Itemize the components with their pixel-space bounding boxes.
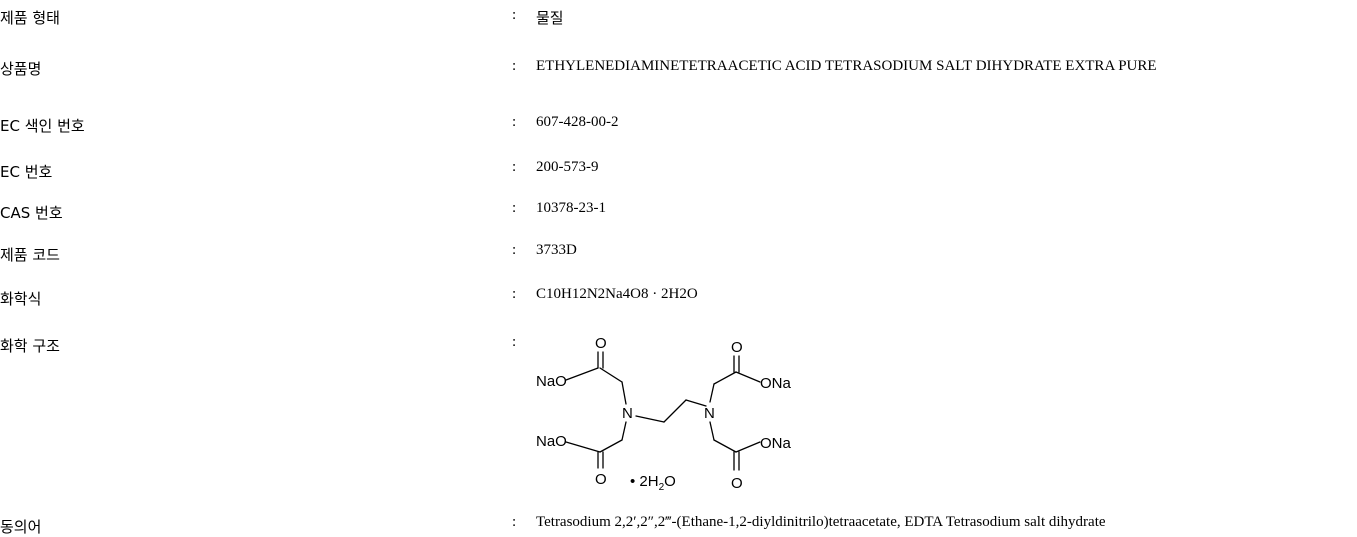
field-value: ETHYLENEDIAMINETETRAACETIC ACID TETRASOD… — [536, 58, 1157, 74]
atom-label: NaO — [536, 373, 567, 390]
hydrate-suffix: O — [664, 473, 676, 490]
field-label: CAS 번호 — [0, 204, 63, 222]
separator: : — [512, 286, 517, 302]
atom-label: ONa — [760, 375, 792, 392]
atom-label: O — [731, 475, 743, 492]
separator: : — [512, 242, 517, 258]
separator: : — [512, 200, 517, 216]
field-value: 10378-23-1 — [536, 200, 606, 216]
atom-label: N — [622, 405, 633, 422]
atom-label: O — [731, 339, 743, 356]
separator: : — [512, 114, 517, 130]
field-value: C10H12N2Na4O8 · 2H2O — [536, 286, 698, 302]
atom-label: O — [595, 335, 607, 352]
hydrate-subscript: 2 — [659, 482, 665, 493]
field-label: 제품 형태 — [0, 9, 60, 27]
field-label: 동의어 — [0, 518, 42, 536]
field-value: 607-428-00-2 — [536, 114, 619, 130]
atom-label: N — [704, 405, 715, 422]
chemical-structure: O NaO N N O ONa NaO ONa O O • 2H2O — [536, 335, 792, 493]
field-label: 화학 구조 — [0, 337, 60, 355]
field-value: 200-573-9 — [536, 159, 599, 175]
field-value: 3733D — [536, 242, 577, 258]
field-label: EC 색인 번호 — [0, 117, 85, 135]
separator: : — [512, 334, 517, 350]
field-label: 화학식 — [0, 290, 42, 308]
field-label: 제품 코드 — [0, 246, 60, 264]
field-label: EC 번호 — [0, 163, 53, 181]
field-value: Tetrasodium 2,2′,2″,2‴-(Ethane-1,2-diyld… — [536, 514, 1106, 530]
separator: : — [512, 514, 517, 530]
atom-label: ONa — [760, 435, 792, 452]
hydrate-label: • 2H2O — [630, 473, 676, 493]
separator: : — [512, 159, 517, 175]
atom-label: NaO — [536, 433, 567, 450]
field-label: 상품명 — [0, 60, 42, 78]
field-value: 물질 — [536, 9, 564, 27]
separator: : — [512, 7, 517, 23]
separator: : — [512, 58, 517, 74]
hydrate-prefix: • 2H — [630, 473, 659, 490]
atom-label: O — [595, 471, 607, 488]
